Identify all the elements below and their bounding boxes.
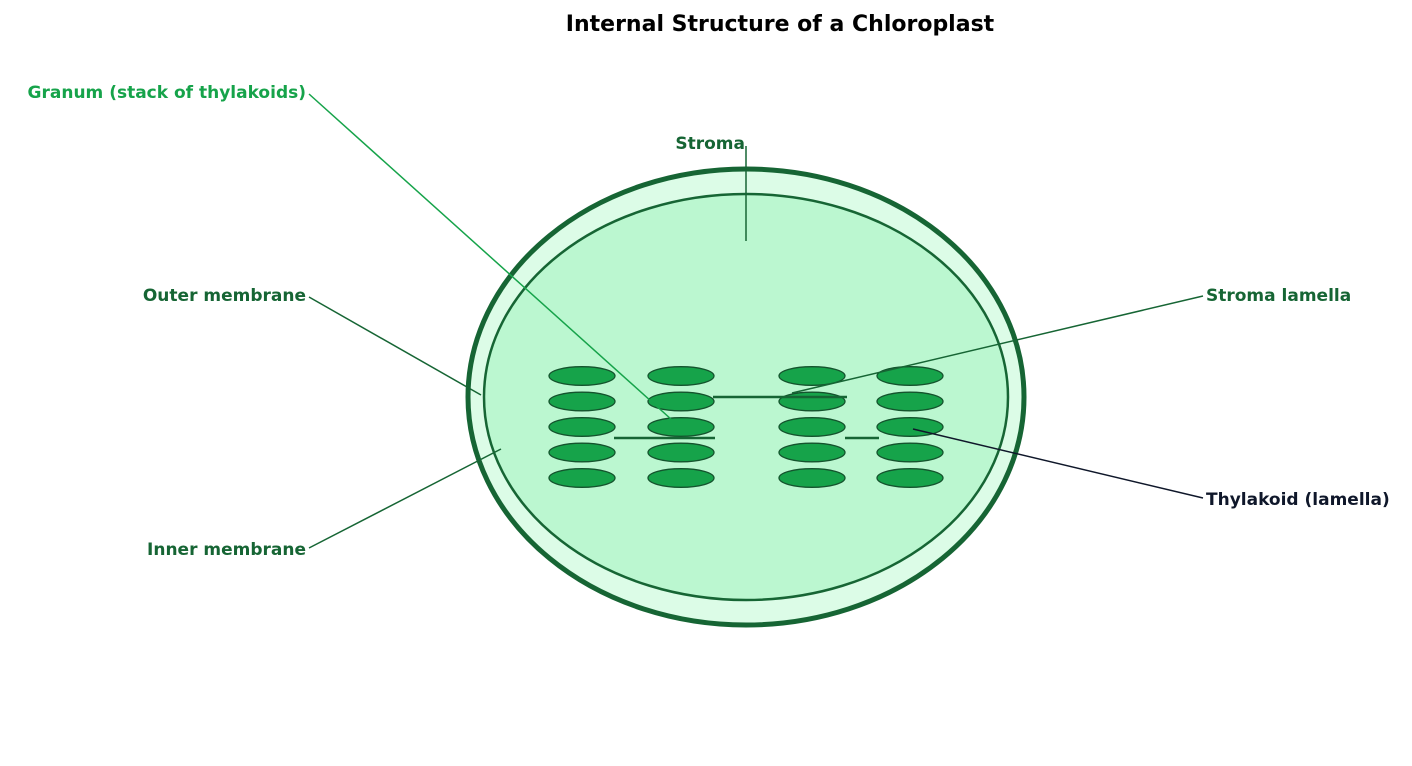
thylakoid-disc — [647, 468, 715, 488]
stroma-lamellae — [614, 395, 879, 440]
thylakoid-disc — [548, 391, 616, 412]
granum-stack — [778, 366, 846, 488]
thylakoid-disc — [647, 391, 715, 412]
thylakoid-disc — [647, 417, 715, 437]
thylakoid-disc — [647, 366, 715, 386]
grana-group — [548, 366, 944, 488]
thylakoid-label: Thylakoid (lamella) — [1206, 490, 1390, 510]
diagram-title: Internal Structure of a Chloroplast — [566, 12, 995, 37]
stroma-lamella-label: Stroma lamella — [1206, 286, 1351, 306]
thylakoid-disc — [647, 442, 715, 463]
thylakoid-disc — [778, 366, 846, 386]
thylakoid-leader-line — [912, 428, 1204, 499]
stroma-lamella-leader-line — [791, 295, 1204, 394]
inner-membrane-label: Inner membrane — [147, 540, 306, 560]
granum-stack — [548, 366, 616, 488]
thylakoid-disc — [548, 442, 616, 463]
thylakoid-disc — [778, 391, 846, 412]
outer-membrane-label: Outer membrane — [143, 286, 306, 306]
granum-label: Granum (stack of thylakoids) — [28, 83, 306, 103]
thylakoid-disc — [548, 468, 616, 488]
thylakoid-disc — [548, 366, 616, 386]
thylakoid-disc — [876, 442, 944, 463]
thylakoid-disc — [778, 468, 846, 488]
granum-stack — [876, 366, 944, 488]
thylakoid-disc — [876, 366, 944, 386]
thylakoid-disc — [548, 417, 616, 437]
granum-stack — [647, 366, 715, 488]
thylakoid-disc — [778, 417, 846, 437]
thylakoid-disc — [778, 442, 846, 463]
stroma-label: Stroma — [675, 134, 745, 154]
outer-membrane-leader-line — [308, 296, 482, 396]
inner-membrane-leader-line — [308, 448, 502, 549]
granum-leader-line — [308, 93, 673, 421]
thylakoid-disc — [876, 468, 944, 488]
thylakoid-disc — [876, 391, 944, 412]
